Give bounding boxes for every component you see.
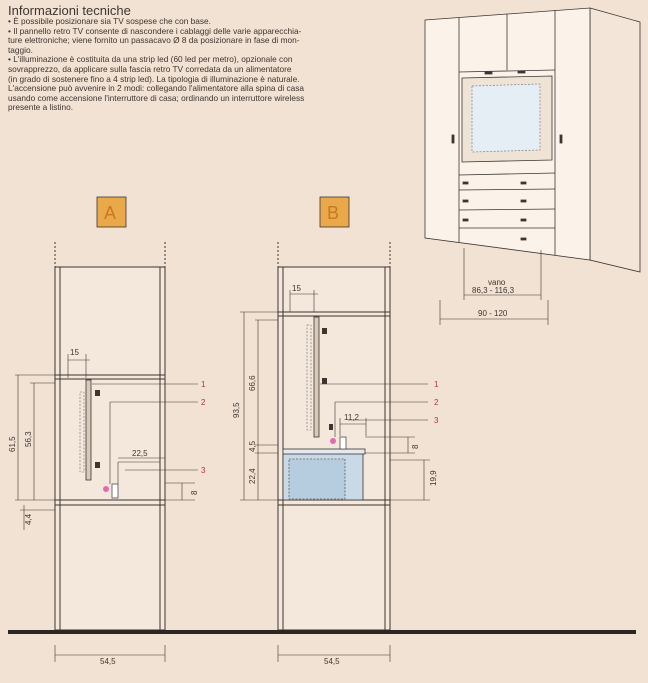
dim-b-4-5: 4,5 — [248, 440, 257, 452]
callout-b-1: 1 — [434, 380, 439, 389]
dim-b-22-4: 22,4 — [248, 468, 257, 484]
cabinet-vano-range: 86,3 - 116,3 — [472, 286, 515, 295]
dim-a-8: 8 — [190, 490, 199, 495]
info-line: (in grado di sostenere fino a 4 strip le… — [8, 73, 300, 84]
info-line: sovrapprezzo, da applicare sulla fascia … — [8, 63, 292, 74]
dim-a-56-3: 56,3 — [24, 431, 33, 447]
page-title: Informazioni tecniche — [8, 3, 131, 18]
dim-b-93-5: 93,5 — [232, 402, 241, 418]
info-line: presente a listino. — [8, 102, 74, 113]
dim-a-54-5: 54,5 — [100, 657, 116, 666]
dim-a-4-4: 4,4 — [24, 513, 33, 525]
diagram-b-label: B — [327, 203, 339, 223]
dim-a-15: 15 — [70, 348, 79, 357]
info-line: L'accensione può avvenire in 2 modi: col… — [8, 83, 305, 94]
info-line: ture elettroniche; viene fornito un pass… — [8, 35, 300, 46]
callout-b-3: 3 — [434, 416, 439, 425]
cabinet-width-range: 90 - 120 — [478, 309, 508, 318]
callout-a-3: 3 — [201, 466, 206, 475]
cabinet-vano-label: vano — [488, 278, 506, 287]
diagram-a-label-box — [96, 196, 127, 228]
info-line: • È possibile posizionare sia TV sospese… — [8, 16, 211, 26]
callout-a-2: 2 — [201, 398, 206, 407]
dim-b-66-6: 66,6 — [248, 375, 257, 391]
dim-a-22-5: 22,5 — [132, 449, 148, 458]
callout-b-2: 2 — [434, 398, 439, 407]
dim-b-54-5: 54,5 — [324, 657, 340, 666]
callout-a-1: 1 — [201, 380, 206, 389]
info-line: usando come accensione l'interruttore di… — [8, 92, 305, 103]
dim-b-11-2: 11,2 — [344, 413, 360, 422]
info-line: taggio. — [8, 44, 33, 55]
info-line: • Il pannello retro TV consente di nasco… — [8, 25, 302, 36]
diagram-a: A — [8, 196, 206, 666]
cabinet-illustration — [424, 7, 641, 273]
info-line: • L'illuminazione è costituita da una st… — [8, 54, 293, 65]
info-text: • È possibile posizionare sia TV sospese… — [8, 16, 396, 113]
diagram-b-label-box — [319, 196, 350, 228]
dim-a-61-5: 61,5 — [8, 436, 17, 452]
cabinet-dimensions — [439, 248, 549, 325]
floor-line — [8, 630, 636, 634]
diagram-b: B — [232, 196, 439, 666]
dim-b-15: 15 — [292, 284, 301, 293]
dim-b-19-9: 19,9 — [429, 470, 438, 486]
diagram-a-label: A — [104, 203, 116, 223]
dim-b-8: 8 — [411, 444, 420, 449]
